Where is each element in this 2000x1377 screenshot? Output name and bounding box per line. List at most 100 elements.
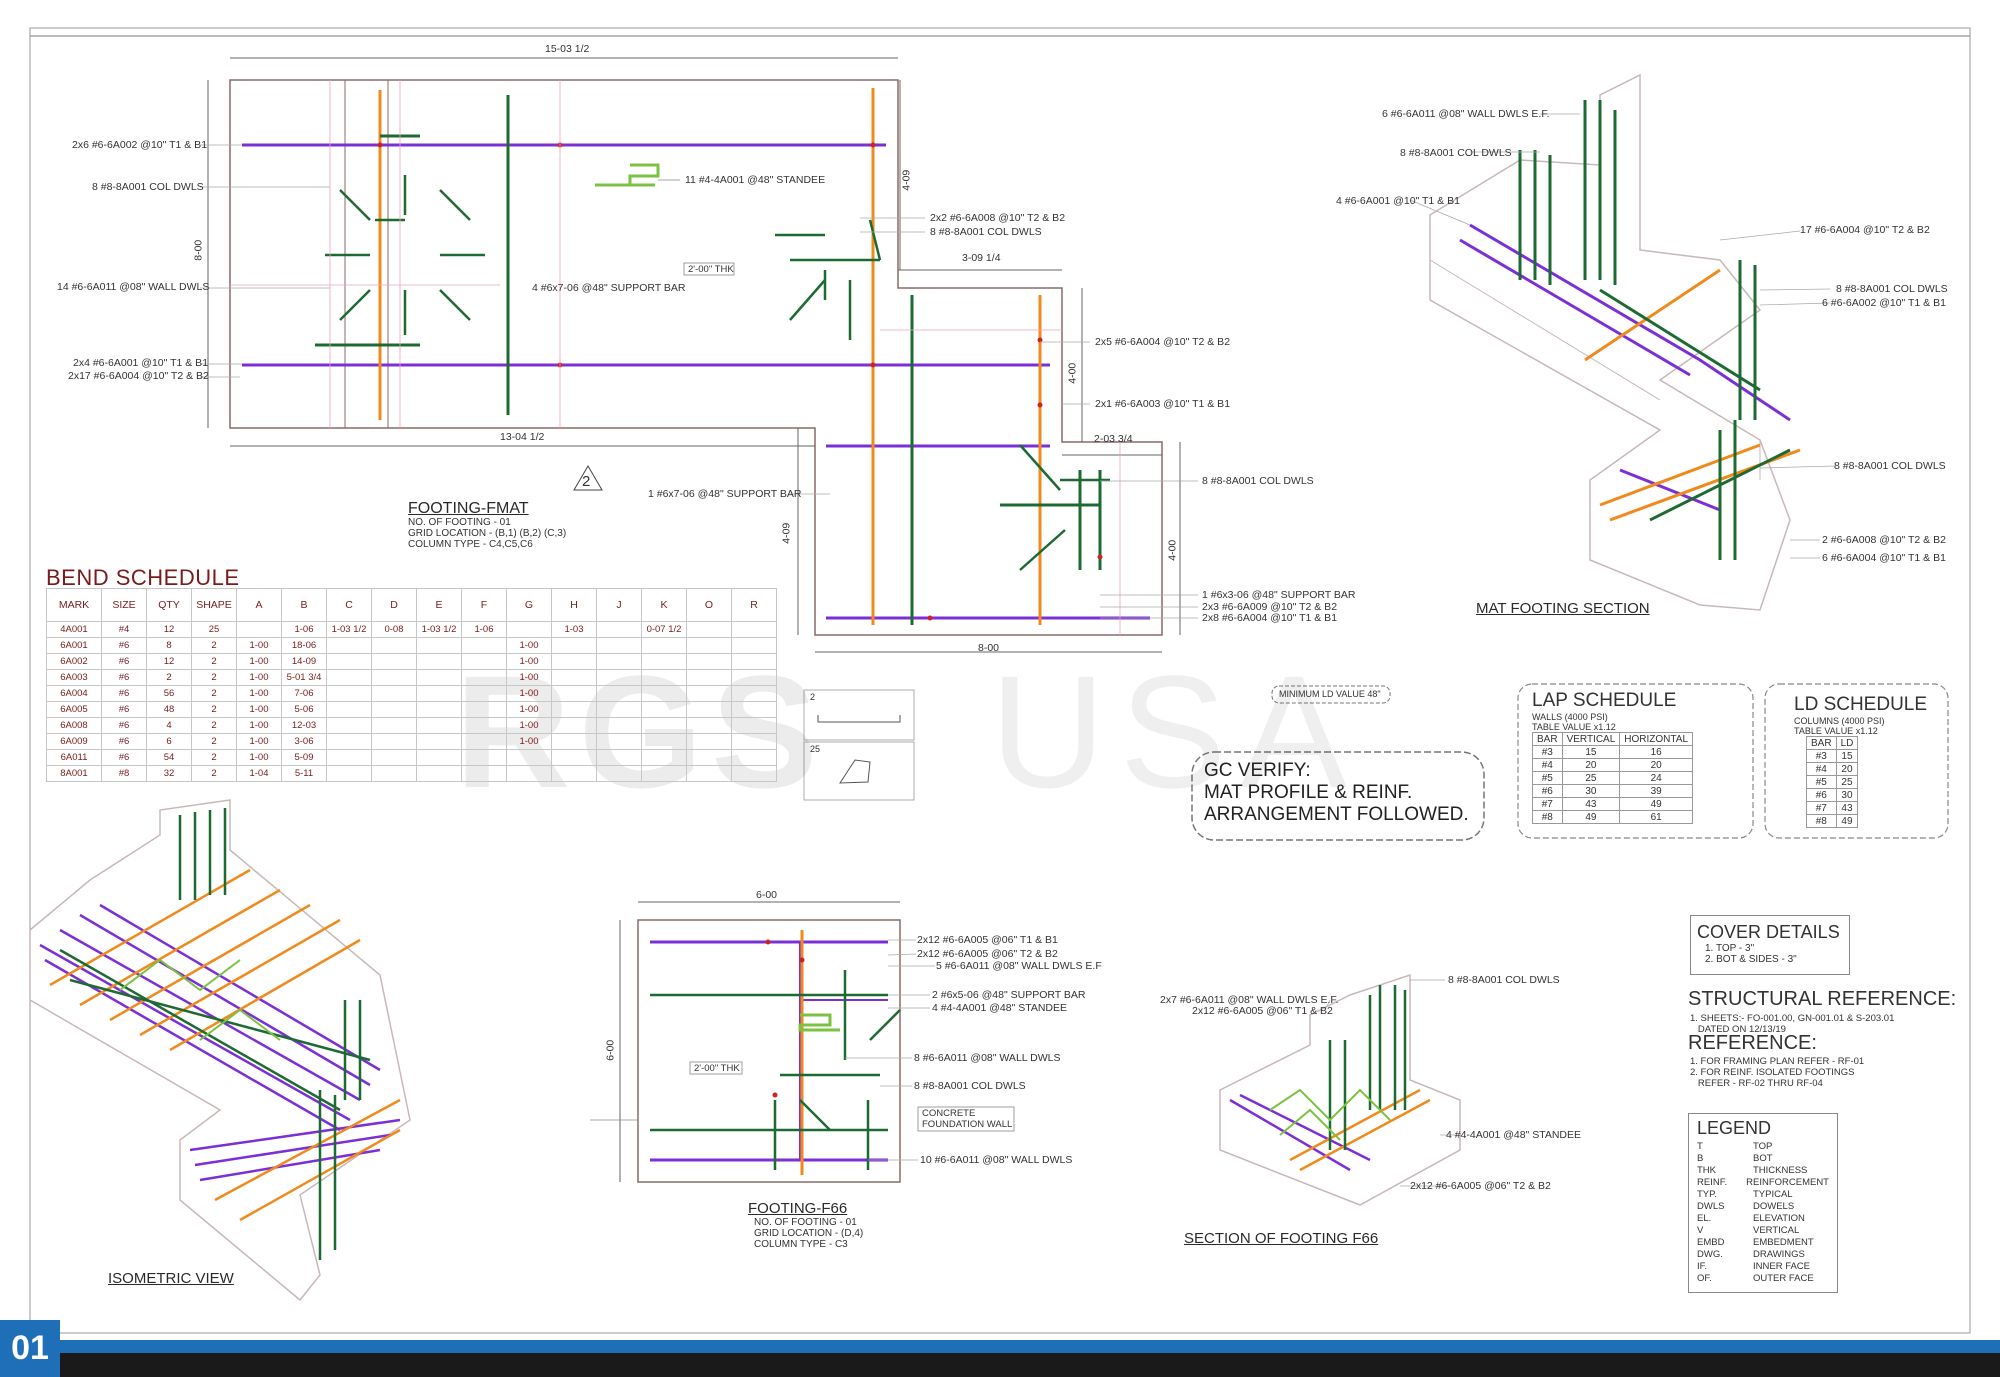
bend-cell: [686, 653, 732, 670]
fmat-label-4: 2x4 #6-6A001 @10" T1 & B1: [73, 357, 209, 369]
column-dowels-2: [775, 219, 882, 340]
fmat-label-12: 8 #8-8A001 COL DWLS: [1202, 475, 1314, 487]
bend-cell: [641, 733, 687, 750]
bend-cell: [551, 749, 597, 766]
bend-cell: [731, 621, 777, 638]
dim-fmat-d1: 4-09: [900, 169, 913, 191]
sheet-border: [29, 27, 1971, 1334]
ld-header-cell: LD: [1835, 736, 1859, 750]
bend-cell: [371, 685, 417, 702]
legend-abbr: B: [1697, 1153, 1704, 1164]
fmat-label-3: 14 #6-6A011 @08" WALL DWLS: [57, 281, 210, 293]
bend-cell: [551, 637, 597, 654]
bend-cell: 4A001: [46, 621, 102, 638]
isometric-title: ISOMETRIC VIEW: [108, 1270, 234, 1287]
bend-cell: 1-04: [236, 765, 282, 782]
ld-cell: 25: [1835, 775, 1859, 789]
bend-cell: 1-00: [236, 669, 282, 686]
legend-item: IF.INNER FACE: [1697, 1261, 1829, 1273]
bend-cell: [641, 637, 687, 654]
bend-cell: [731, 637, 777, 654]
bend-cell: [686, 717, 732, 734]
ld-cell: #7: [1806, 801, 1837, 815]
shape-sketch-25: [803, 741, 915, 801]
bend-cell: 6A005: [46, 701, 102, 718]
legend-abbr: EMBD: [1697, 1237, 1725, 1248]
f66-thk-tag: [689, 1061, 743, 1075]
bend-cell: 1-00: [236, 685, 282, 702]
ld-cell: #4: [1806, 762, 1837, 776]
bend-header-cell: SHAPE: [191, 588, 237, 622]
bend-cell: 2: [191, 749, 237, 766]
bend-cell: [506, 749, 552, 766]
bend-cell: [461, 653, 507, 670]
bend-header-cell: D: [371, 588, 417, 622]
column-dowels-3: [1019, 444, 1110, 571]
dim-fmat-d4: 2-03 3/4: [1094, 433, 1133, 445]
bend-cell: 12: [146, 653, 192, 670]
bend-cell: [596, 637, 642, 654]
bend-cell: [551, 653, 597, 670]
mat-label-6: 6 #6-6A002 @10" T1 & B1: [1822, 297, 1946, 309]
bend-header-cell: O: [686, 588, 732, 622]
bend-cell: 56: [146, 685, 192, 702]
bend-cell: 12: [146, 621, 192, 638]
cover-lines: 1. TOP - 3" 2. BOT & SIDES - 3": [1705, 943, 1797, 965]
fmat-label-2: 8 #8-8A001 COL DWLS: [92, 181, 204, 193]
bend-header-cell: E: [416, 588, 462, 622]
lap-cell: 20: [1619, 758, 1694, 772]
bend-cell: [371, 701, 417, 718]
bend-cell: 14-09: [281, 653, 327, 670]
bend-header-cell: F: [461, 588, 507, 622]
lap-cell: 49: [1619, 797, 1694, 811]
mat-label-5: 8 #8-8A001 COL DWLS: [1836, 283, 1948, 295]
min-ld-note: MINIMUM LD VALUE 48": [1279, 689, 1381, 699]
bend-cell: [641, 765, 687, 782]
gc-verify-note: GC VERIFY: MAT PROFILE & REINF. ARRANGEM…: [1204, 760, 1469, 825]
ld-schedule: LD SCHEDULE COLUMNS (4000 PSI) TABLE VAL…: [1794, 694, 1927, 828]
sec66-title: SECTION OF FOOTING F66: [1184, 1230, 1379, 1247]
dim-fmat-d5: 4-09: [780, 522, 793, 544]
ld-cloud: [1764, 683, 1949, 839]
bend-cell: 6A004: [46, 685, 102, 702]
legend-item: TYP.TYPICAL: [1697, 1189, 1829, 1201]
bend-cell: [731, 669, 777, 686]
bend-cell: #6: [101, 685, 147, 702]
structural-title: STRUCTURAL REFERENCE:: [1688, 988, 1957, 1010]
legend-abbr: IF.: [1697, 1261, 1708, 1272]
f66-label-1: 2x12 #6-6A005 @06" T1 & B1: [917, 934, 1058, 946]
bend-cell: [416, 749, 462, 766]
bend-cell: [596, 733, 642, 750]
bend-cell: 5-01 3/4: [281, 669, 327, 686]
bend-cell: [731, 717, 777, 734]
bend-cell: [371, 765, 417, 782]
bend-cell: [461, 637, 507, 654]
ld-cell: 43: [1835, 801, 1859, 815]
bend-cell: [686, 765, 732, 782]
bend-cell: [731, 733, 777, 750]
bend-cell: 2: [191, 685, 237, 702]
bend-cell: [596, 621, 642, 638]
bend-cell: 3-06: [281, 733, 327, 750]
bend-cell: [326, 653, 372, 670]
bend-cell: #6: [101, 701, 147, 718]
bend-cell: [641, 685, 687, 702]
lap-header-cell: HORIZONTAL: [1619, 732, 1694, 746]
f66-outline: [637, 919, 901, 1183]
lap-cell: #3: [1532, 745, 1563, 759]
lap-title: LAP SCHEDULE: [1532, 690, 1677, 711]
bend-header-cell: H: [551, 588, 597, 622]
bend-cell: [326, 717, 372, 734]
bend-header-cell: G: [506, 588, 552, 622]
page-number: 01: [0, 1320, 60, 1377]
